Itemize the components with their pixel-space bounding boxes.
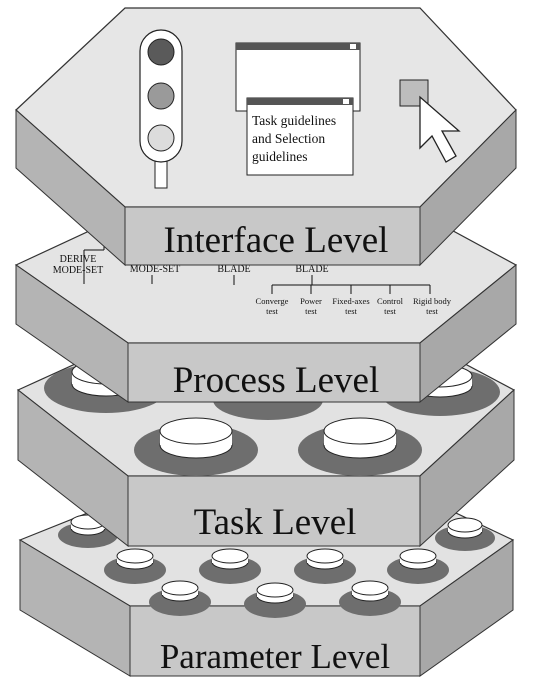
parameter-disk bbox=[435, 517, 495, 551]
guidelines-line1: Task guidelines bbox=[252, 113, 336, 128]
guidelines-window: Task guidelines and Selection guidelines bbox=[246, 97, 354, 176]
interface-level-label: Interface Level bbox=[164, 220, 389, 261]
blade-node-2: BLADE bbox=[295, 264, 328, 275]
parameter-disk bbox=[294, 548, 356, 584]
button-cursor-icon bbox=[399, 79, 461, 163]
parameter-disk bbox=[58, 514, 118, 548]
leaf-converge-l1: Converge bbox=[256, 296, 289, 306]
traffic-light-icon bbox=[139, 29, 183, 189]
task-disk bbox=[298, 417, 422, 476]
parameter-disk bbox=[387, 548, 449, 584]
leaf-fixed-axes-l2: test bbox=[345, 306, 357, 316]
derive-node-line2: MODE-SET bbox=[53, 265, 104, 276]
derive-node-line1: DERIVE bbox=[60, 254, 97, 265]
process-tree bbox=[83, 240, 431, 294]
interface-level-slab: Task guidelines and Selection guidelines… bbox=[15, 7, 517, 267]
guidelines-line3: guidelines bbox=[252, 149, 308, 164]
leaf-power-l2: test bbox=[305, 306, 317, 316]
leaf-control-l1: Control bbox=[377, 296, 404, 306]
parameter-disk bbox=[104, 548, 166, 584]
leaf-fixed-axes-l1: Fixed-axes bbox=[332, 296, 369, 306]
task-front-face bbox=[127, 475, 421, 547]
leaf-rigid-body-l2: test bbox=[426, 306, 438, 316]
process-level-label: Process Level bbox=[173, 360, 380, 401]
leaf-control-l2: test bbox=[384, 306, 396, 316]
parameter-disk bbox=[149, 580, 211, 616]
leaf-converge-l2: test bbox=[266, 306, 278, 316]
task-level-label: Task Level bbox=[194, 502, 357, 543]
leaf-rigid-body-l1: Rigid body bbox=[413, 296, 452, 306]
parameter-disk bbox=[244, 582, 306, 618]
guidelines-line2: and Selection bbox=[252, 131, 325, 146]
parameter-disk bbox=[339, 580, 401, 616]
cursor-arrow-icon bbox=[419, 95, 461, 163]
process-front-face bbox=[127, 342, 421, 403]
blade-node-1: BLADE bbox=[217, 264, 250, 275]
interface-front-face bbox=[124, 206, 421, 266]
parameter-disks bbox=[58, 514, 495, 618]
leaf-power-l1: Power bbox=[300, 296, 322, 306]
parameter-level-label: Parameter Level bbox=[160, 637, 391, 676]
task-disk bbox=[134, 417, 258, 476]
parameter-disk bbox=[199, 548, 261, 584]
mode-set-node: MODE-SET bbox=[130, 264, 181, 275]
